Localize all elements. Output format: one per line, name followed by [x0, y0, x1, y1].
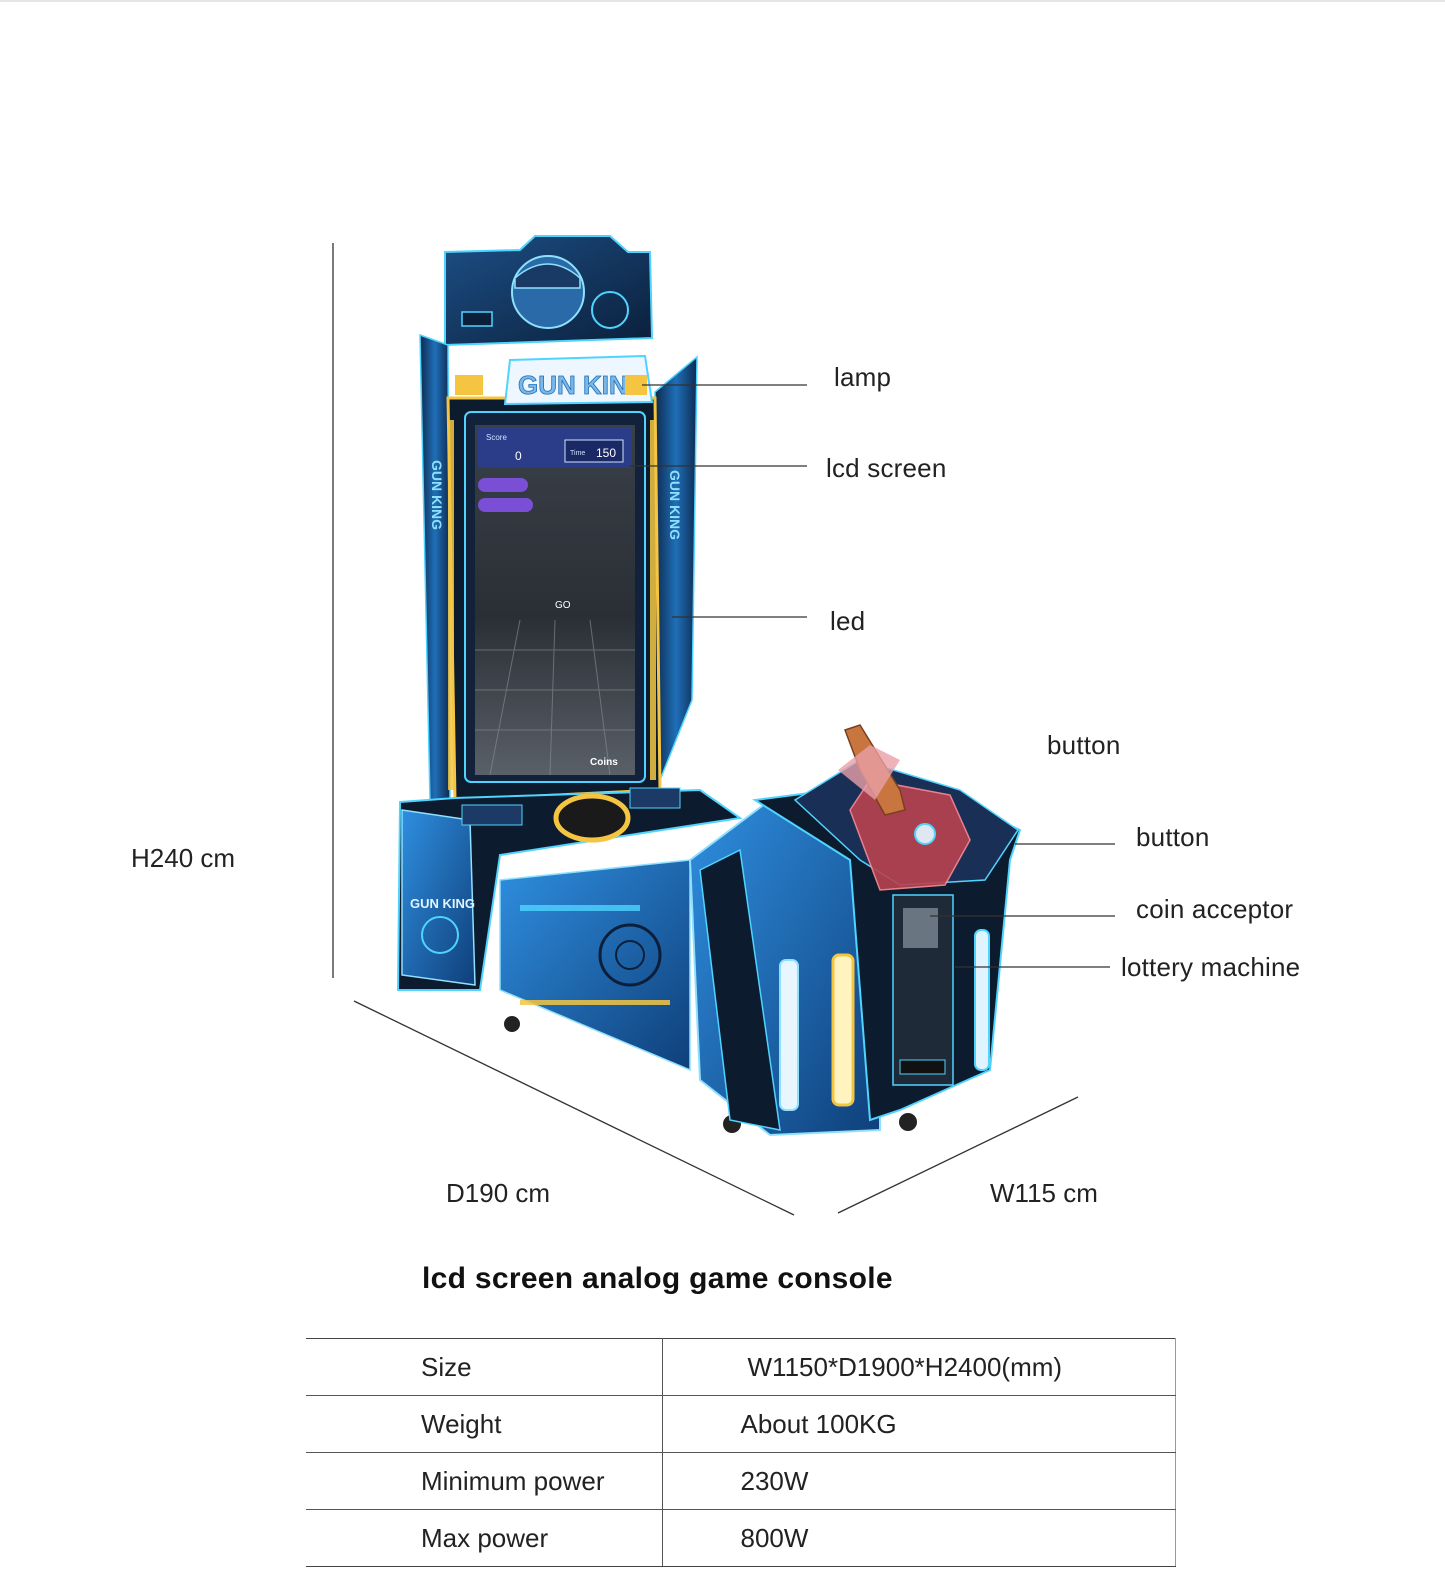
- table-row: Weight About 100KG: [306, 1395, 1176, 1453]
- spec-label: Size: [306, 1338, 663, 1396]
- dimension-height: H240 cm: [131, 843, 236, 873]
- coin-slot: [903, 908, 938, 948]
- spec-label: Minimum power: [306, 1452, 663, 1510]
- label-coin-acceptor: coin acceptor: [1136, 894, 1294, 924]
- gun-console: [688, 724, 1022, 1137]
- spec-value: 230W: [662, 1452, 1176, 1510]
- label-lamp: lamp: [834, 362, 892, 392]
- hud-time-value: 150: [596, 446, 616, 460]
- hud-center-text: GO: [555, 600, 571, 611]
- hud-score-value: 0: [515, 449, 522, 463]
- label-led: led: [830, 606, 866, 636]
- side-text-left: GUN KING: [429, 460, 445, 530]
- spec-label: Weight: [306, 1395, 663, 1453]
- spec-table: Size W1150*D1900*H2400(mm) Weight About …: [306, 1338, 1176, 1567]
- label-lcd-screen: lcd screen: [826, 453, 947, 483]
- side-text-right: GUN KING: [667, 470, 683, 540]
- spec-value: W1150*D1900*H2400(mm): [662, 1338, 1176, 1396]
- hud-score-label: Score: [486, 433, 507, 442]
- hud-time-label: Time: [570, 450, 585, 457]
- label-button-top: button: [1047, 730, 1121, 760]
- dimension-lines: [332, 243, 1079, 1216]
- base-cabinet: GUN KING: [396, 787, 917, 1133]
- top-border: [0, 0, 1445, 2]
- spec-value: About 100KG: [662, 1395, 1176, 1453]
- hud-coins-label: Coins: [590, 757, 618, 768]
- table-row: Size W1150*D1900*H2400(mm): [306, 1338, 1176, 1396]
- button-icon: [914, 823, 936, 845]
- table-row: Minimum power 230W: [306, 1452, 1176, 1510]
- right-wing-panel: [654, 355, 698, 781]
- led-strip-right: [650, 420, 656, 780]
- product-title: lcd screen analog game console: [422, 1262, 893, 1295]
- side-text: GUN KING GUN KING: [429, 460, 683, 540]
- marquee-lamp: GUN KING: [455, 354, 654, 406]
- dimension-depth: D190 cm: [446, 1178, 551, 1208]
- left-wing-panel: [419, 333, 451, 801]
- callout-lines: [630, 384, 1115, 968]
- spec-label: Max power: [306, 1509, 663, 1567]
- table-row: Max power 800W: [306, 1509, 1176, 1567]
- topper-art: [444, 235, 654, 347]
- label-button: button: [1136, 822, 1210, 852]
- led-strip-left: [448, 420, 454, 790]
- spec-value: 800W: [662, 1509, 1176, 1567]
- label-lottery-machine: lottery machine: [1121, 952, 1301, 982]
- base-logo-text: GUN KING: [410, 896, 475, 911]
- dimension-width: W115 cm: [990, 1178, 1098, 1208]
